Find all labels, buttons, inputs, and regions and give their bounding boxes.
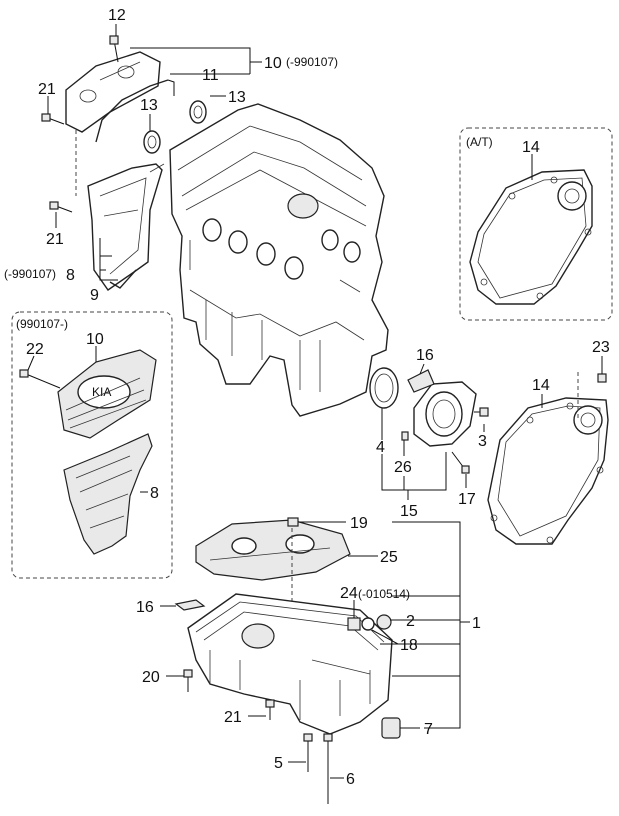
callout-21-bottom: 21 [224,709,242,726]
callout-7: 7 [424,721,433,738]
callout-13-right: 13 [228,89,246,106]
plug-24 [347,617,361,631]
gasket-16-pan [174,599,206,611]
svg-text:KIA: KIA [92,385,111,399]
callout-1: 1 [472,615,481,632]
callout-25: 25 [380,549,398,566]
callout-24: 24 [340,585,358,602]
callout-14-at: 14 [522,139,540,156]
callout-21-top: 21 [38,81,56,98]
callout-5: 5 [274,755,283,772]
baffle-plate-25 [195,519,351,581]
bolt-17 [451,451,470,474]
callout-3: 3 [478,433,487,450]
callout-10-top-note: (-990107) [286,55,338,69]
callout-20: 20 [142,669,160,686]
bolt-20 [183,669,193,692]
oil-seal-4 [369,367,399,409]
drain-plug-2 [376,614,392,630]
callout-19: 19 [350,515,368,532]
callout-23: 23 [592,339,610,356]
bolt-12 [109,35,119,63]
callout-8-top: 8 [66,267,75,284]
timing-cover-lower-990107 [63,433,153,555]
bolt-3 [474,407,489,417]
bolt-21-top [41,113,65,125]
gasket-18 [361,617,375,631]
callout-14: 14 [532,377,550,394]
callout-13-left: 13 [140,97,158,114]
990107-box-title: (990107-) [16,317,68,331]
bolt-5 [303,733,313,772]
timing-cover-lower [87,163,165,291]
callout-2: 2 [406,613,415,630]
bolt-6 [323,733,333,804]
timing-cover-upper-990107: KIA [57,349,157,439]
callout-9: 9 [90,287,99,304]
engine-block [169,103,389,417]
990107-variant-box [11,311,173,579]
bolt-23 [597,373,607,383]
callout-note-990107-lower: (-990107) [4,267,56,281]
bolt-22 [19,369,61,389]
rear-seal-housing [413,381,477,447]
leader-lines [27,24,603,779]
callout-16-rear: 16 [416,347,434,364]
callout-8-box: 8 [150,485,159,502]
callout-17: 17 [458,491,476,508]
callout-11: 11 [202,67,219,84]
callout-16-pan: 16 [136,599,154,616]
bolt-19 [287,517,299,527]
bolt-21-mid [49,201,73,213]
bolt-21-bottom [265,699,275,720]
callout-22: 22 [26,341,44,358]
callout-18: 18 [400,637,418,654]
oil-seal-13-left [143,130,161,154]
timing-cover-upper [65,51,175,143]
callout-4: 4 [376,439,385,456]
gasket-16-rear [407,369,435,393]
dowel-26 [401,431,409,441]
drive-plate-14 [487,397,609,545]
callout-10-top: 10 [264,55,282,72]
callout-6: 6 [346,771,355,788]
oil-pan [187,593,393,735]
callout-26: 26 [394,459,412,476]
drive-plate-14-at [469,169,593,305]
callout-10-box: 10 [86,331,104,348]
callout-12: 12 [108,7,126,24]
oil-seal-13-right [189,100,207,124]
at-box-title: (A/T) [466,135,493,149]
callout-24-note: (-010514) [358,587,410,601]
callout-21-mid: 21 [46,231,64,248]
callout-15: 15 [400,503,418,520]
plug-7 [381,717,401,739]
